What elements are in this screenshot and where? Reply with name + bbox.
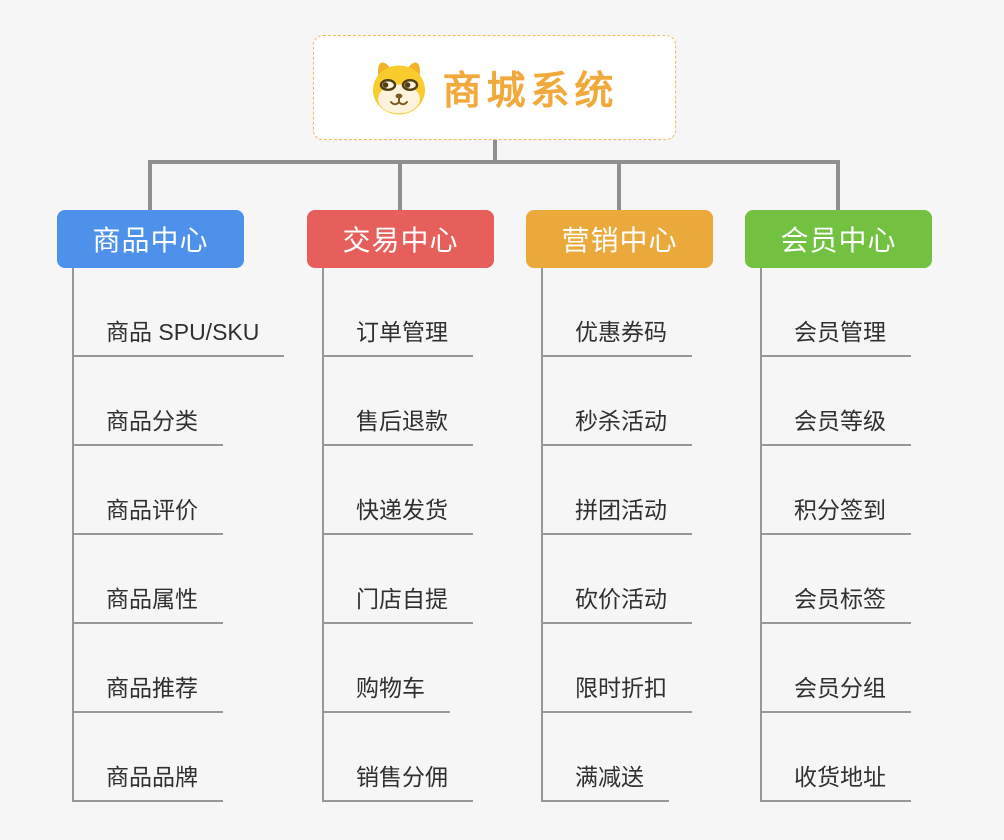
leaf-label: 销售分佣 <box>356 764 448 790</box>
leaf-label: 商品属性 <box>106 586 198 612</box>
leaf-label: 收货地址 <box>794 764 886 790</box>
leaf-item[interactable]: 满减送 <box>541 763 669 802</box>
leaf-item[interactable]: 商品品牌 <box>72 763 223 802</box>
branch-label: 商品中心 <box>92 225 209 256</box>
branch-drop-line <box>148 160 152 210</box>
leaf-item[interactable]: 购物车 <box>322 674 450 713</box>
leaf-label: 快递发货 <box>356 497 448 523</box>
branch-drop-line <box>398 160 402 210</box>
root-title: 商城系统 <box>442 69 619 113</box>
branch-node-member-center[interactable]: 会员中心 <box>745 210 932 268</box>
leaf-item[interactable]: 商品属性 <box>72 585 223 624</box>
leaf-label: 订单管理 <box>356 319 448 345</box>
leaf-label: 优惠券码 <box>575 319 667 345</box>
leaf-label: 满减送 <box>575 764 644 790</box>
leaf-item[interactable]: 快递发货 <box>322 496 473 535</box>
branch-node-marketing-center[interactable]: 营销中心 <box>526 210 713 268</box>
branch-node-trade-center[interactable]: 交易中心 <box>307 210 494 268</box>
dog-face-icon <box>373 61 426 114</box>
branch-label: 会员中心 <box>780 225 897 256</box>
leaf-item[interactable]: 收货地址 <box>760 763 911 802</box>
column-trunk-line <box>541 268 543 802</box>
leaf-item[interactable]: 销售分佣 <box>322 763 473 802</box>
root-stem-line <box>493 140 497 164</box>
leaf-label: 限时折扣 <box>575 675 667 701</box>
root-node[interactable]: 商城系统 <box>313 35 676 140</box>
leaf-item[interactable]: 商品推荐 <box>72 674 223 713</box>
leaf-label: 售后退款 <box>356 408 448 434</box>
leaf-label: 购物车 <box>356 675 425 701</box>
leaf-label: 商品品牌 <box>106 764 198 790</box>
leaf-item[interactable]: 会员管理 <box>760 318 911 357</box>
leaf-item[interactable]: 秒杀活动 <box>541 407 692 446</box>
leaf-item[interactable]: 限时折扣 <box>541 674 692 713</box>
column-trunk-line <box>322 268 324 802</box>
leaf-label: 拼团活动 <box>575 497 667 523</box>
leaf-item[interactable]: 门店自提 <box>322 585 473 624</box>
branch-node-product-center[interactable]: 商品中心 <box>57 210 244 268</box>
leaf-label: 商品 SPU/SKU <box>106 319 260 345</box>
leaf-item[interactable]: 拼团活动 <box>541 496 692 535</box>
leaf-label: 秒杀活动 <box>575 408 667 434</box>
leaf-label: 积分签到 <box>794 497 886 523</box>
leaf-item[interactable]: 会员分组 <box>760 674 911 713</box>
column-trunk-line <box>72 268 74 802</box>
leaf-label: 会员标签 <box>794 586 886 612</box>
leaf-label: 门店自提 <box>356 586 448 612</box>
leaf-item[interactable]: 会员等级 <box>760 407 911 446</box>
branch-drop-line <box>836 160 840 210</box>
leaf-label: 商品推荐 <box>106 675 198 701</box>
column-trunk-line <box>760 268 762 802</box>
leaf-label: 砍价活动 <box>575 586 667 612</box>
branch-drop-line <box>617 160 621 210</box>
leaf-item[interactable]: 会员标签 <box>760 585 911 624</box>
leaf-label: 商品分类 <box>106 408 198 434</box>
leaf-item[interactable]: 商品评价 <box>72 496 223 535</box>
leaf-label: 会员等级 <box>794 408 886 434</box>
leaf-item[interactable]: 积分签到 <box>760 496 911 535</box>
branch-connector-bar <box>148 160 840 164</box>
branch-label: 营销中心 <box>561 225 678 256</box>
leaf-item[interactable]: 商品 SPU/SKU <box>72 318 285 357</box>
leaf-item[interactable]: 商品分类 <box>72 407 223 446</box>
branch-label: 交易中心 <box>342 225 459 256</box>
leaf-label: 会员分组 <box>794 675 886 701</box>
leaf-item[interactable]: 砍价活动 <box>541 585 692 624</box>
leaf-item[interactable]: 售后退款 <box>322 407 473 446</box>
leaf-label: 商品评价 <box>106 497 198 523</box>
leaf-label: 会员管理 <box>794 319 886 345</box>
leaf-item[interactable]: 优惠券码 <box>541 318 692 357</box>
leaf-item[interactable]: 订单管理 <box>322 318 473 357</box>
